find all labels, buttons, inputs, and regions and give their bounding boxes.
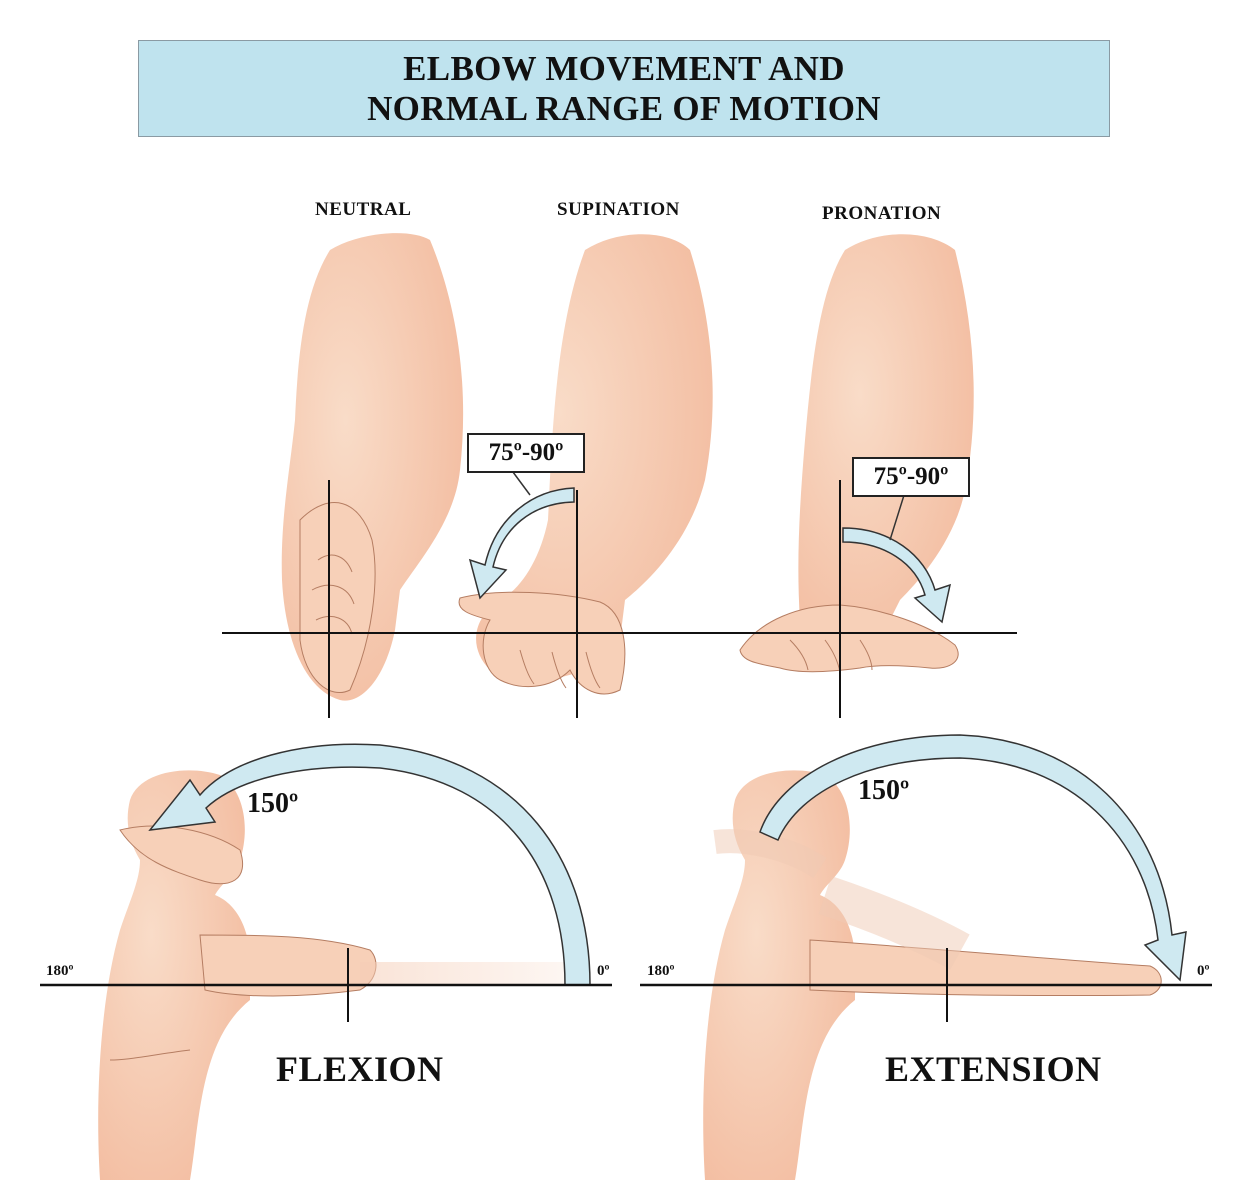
flexion-0-mark: 0º bbox=[597, 963, 610, 979]
supination-arrow bbox=[468, 487, 575, 600]
label-pronation: PRONATION bbox=[822, 203, 942, 224]
title-line-1: ELBOW MOVEMENT AND bbox=[403, 48, 845, 88]
flexion-label: FLEXION bbox=[276, 1049, 444, 1089]
extension-0-mark: 0º bbox=[1197, 963, 1210, 979]
extension-label: EXTENSION bbox=[885, 1049, 1102, 1089]
extension-figure bbox=[703, 770, 1162, 1180]
extension-180-mark: 180º bbox=[647, 963, 675, 979]
flexion-angle-label: 150º bbox=[247, 788, 299, 819]
neutral-arm-figure bbox=[281, 233, 464, 701]
title-banner: ELBOW MOVEMENT AND NORMAL RANGE OF MOTIO… bbox=[138, 40, 1110, 137]
flexion-arrow bbox=[148, 743, 591, 986]
flexion-180-mark: 180º bbox=[46, 963, 74, 979]
label-neutral: NEUTRAL bbox=[315, 199, 412, 220]
pronation-pointer bbox=[889, 491, 906, 541]
supination-arm-figure bbox=[458, 234, 713, 695]
extension-arrow bbox=[759, 734, 1187, 982]
pronation-arm-figure bbox=[739, 234, 974, 673]
label-supination: SUPINATION bbox=[557, 199, 680, 220]
supination-range-box: 75º-90º bbox=[467, 433, 585, 473]
extension-angle-label: 150º bbox=[858, 775, 910, 806]
pronation-arrow bbox=[842, 527, 952, 624]
title-line-2: NORMAL RANGE OF MOTION bbox=[367, 88, 881, 128]
flexion-figure bbox=[98, 770, 580, 1180]
pronation-range-box: 75º-90º bbox=[852, 457, 970, 497]
